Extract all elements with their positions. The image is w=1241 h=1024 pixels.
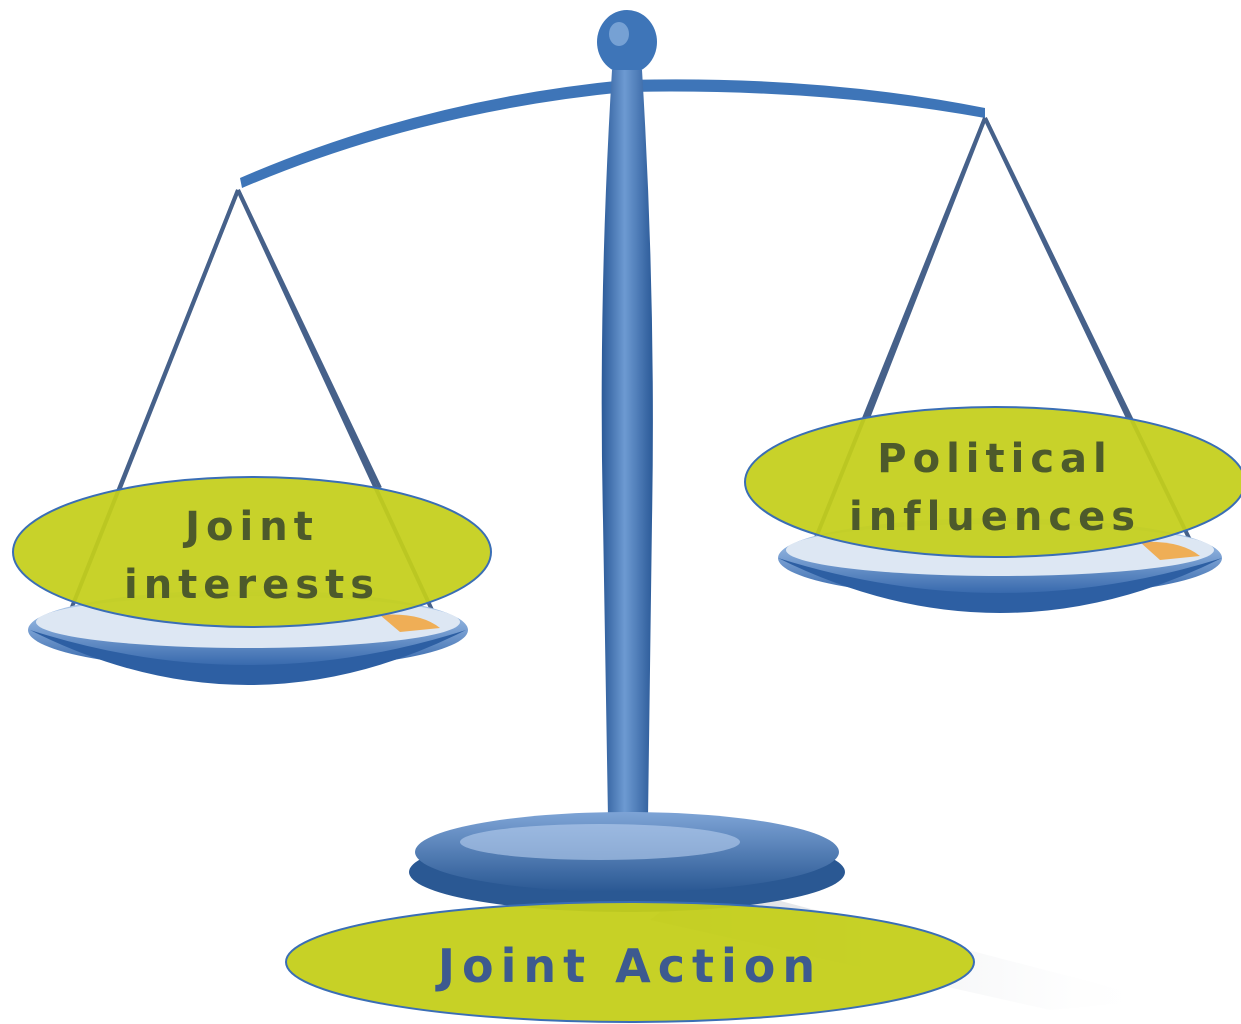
joint-action-label: Joint Action xyxy=(435,939,822,993)
political-influences-node: Political influences xyxy=(744,406,1241,558)
political-influences-label-line2: influences xyxy=(849,494,1141,540)
scale-base xyxy=(409,812,845,912)
joint-action-node: Joint Action xyxy=(285,901,975,1023)
joint-interests-label-line1: Joint xyxy=(182,504,319,550)
joint-interests-label-line2: interests xyxy=(124,562,380,608)
political-influences-label-line1: Political xyxy=(877,436,1112,482)
scale-top-knob xyxy=(597,10,657,74)
joint-interests-node: Joint interests xyxy=(12,476,492,628)
scale-beam xyxy=(240,79,985,188)
scale-center-pole xyxy=(601,70,653,818)
